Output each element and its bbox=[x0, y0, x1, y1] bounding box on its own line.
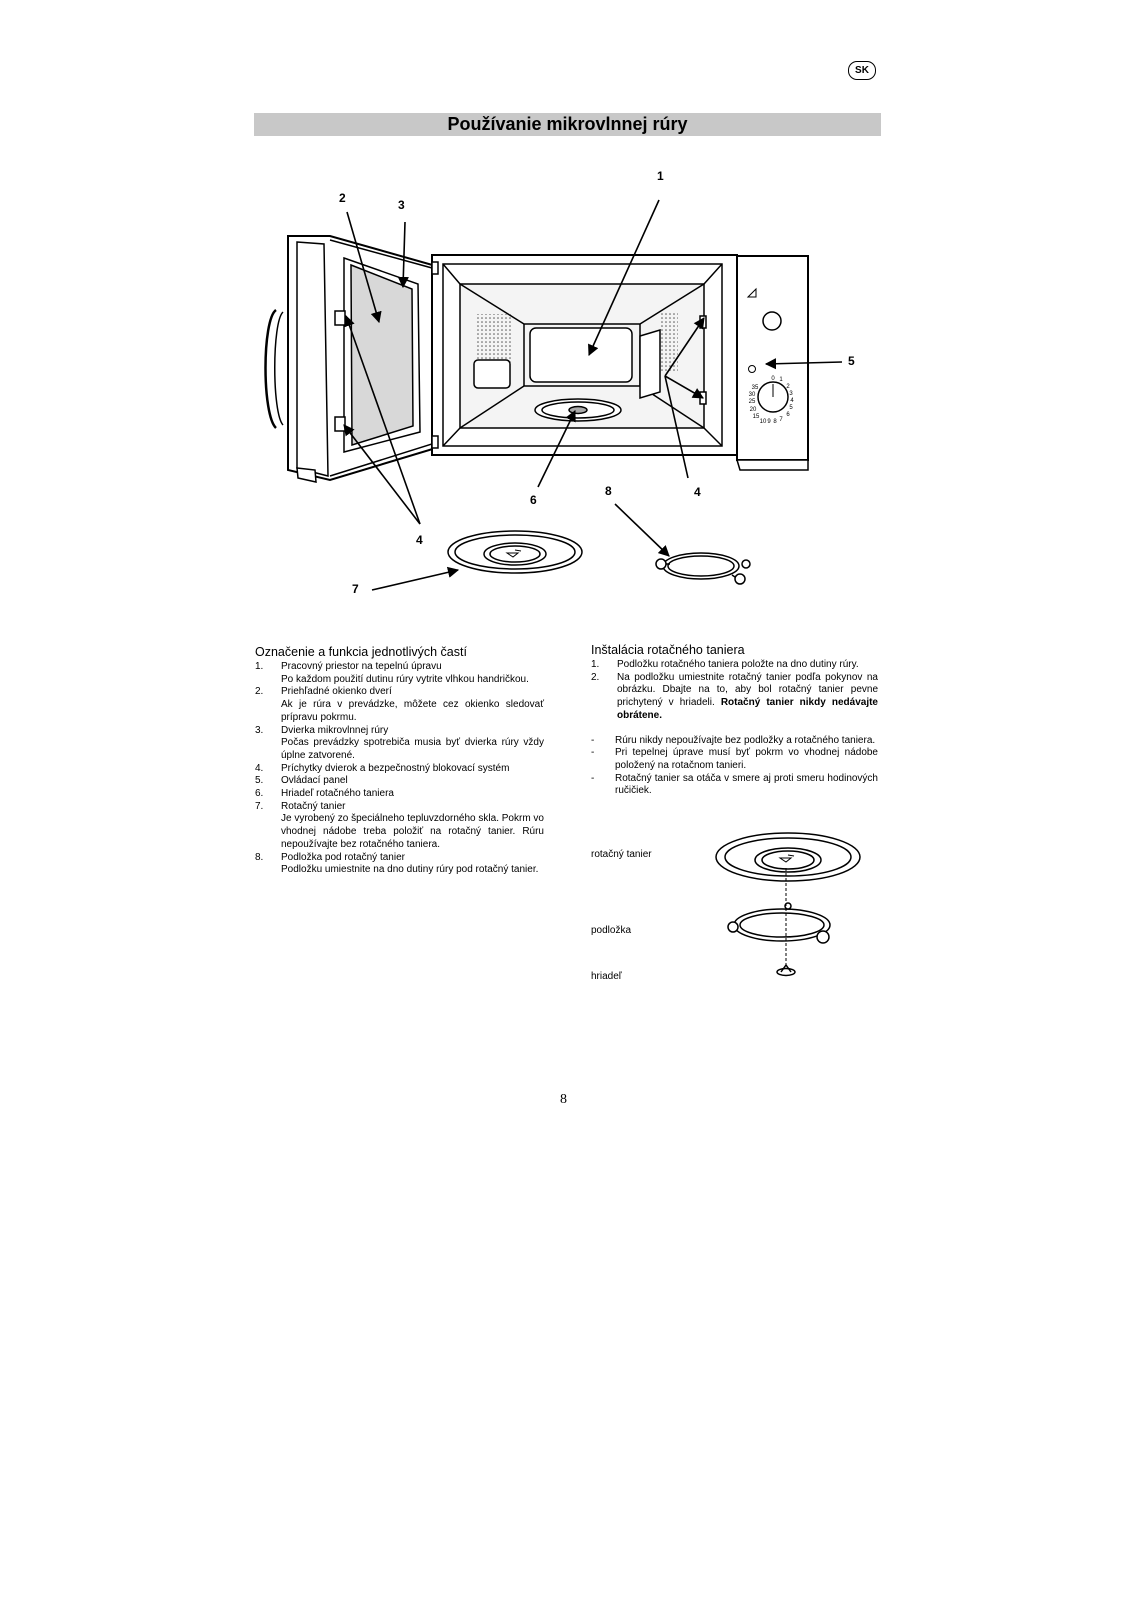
install-steps: 1.Podložku rotačného taniera položte na … bbox=[591, 659, 878, 723]
label-support: podložka bbox=[591, 925, 632, 936]
svg-text:2: 2 bbox=[786, 384, 790, 390]
callout-7: 7 bbox=[352, 582, 359, 596]
list-item: -Rúru nikdy nepoužívajte bez podložky a … bbox=[591, 734, 876, 746]
control-panel bbox=[735, 255, 809, 471]
svg-text:9: 9 bbox=[767, 419, 771, 425]
list-item: 4.Príchytky dvierok a bezpečnostný bloko… bbox=[255, 762, 510, 774]
list-item: 2.Na podložku umiestnite rotačný tanier … bbox=[591, 671, 878, 721]
svg-text:30: 30 bbox=[749, 392, 756, 398]
parts-section: Označenie a funkcia jednotlivých častí 1… bbox=[255, 645, 544, 877]
svg-text:8: 8 bbox=[773, 419, 777, 425]
callout-6: 6 bbox=[530, 493, 537, 507]
svg-text:10: 10 bbox=[760, 419, 767, 425]
label-shaft: hriadeľ bbox=[591, 971, 622, 982]
assembly-diagram bbox=[715, 832, 861, 977]
open-door bbox=[264, 235, 437, 483]
roller-ring-figure bbox=[655, 552, 751, 585]
callout-8: 8 bbox=[605, 484, 612, 498]
list-item: 1.Podložku rotačného taniera položte na … bbox=[591, 659, 859, 670]
svg-text:4: 4 bbox=[790, 398, 794, 404]
install-notes: -Rúru nikdy nepoužívajte bez podložky a … bbox=[591, 735, 878, 799]
callout-1: 1 bbox=[657, 169, 664, 183]
oven-body bbox=[431, 254, 738, 456]
svg-text:35: 35 bbox=[752, 385, 759, 391]
list-item: -Rotačný tanier sa otáča v smere aj prot… bbox=[591, 772, 878, 797]
svg-text:15: 15 bbox=[753, 414, 760, 420]
install-heading: Inštalácia rotačného taniera bbox=[591, 643, 745, 657]
install-section: Inštalácia rotačného taniera 1.Podložku … bbox=[591, 643, 878, 798]
callout-arrows bbox=[343, 199, 843, 591]
callout-5: 5 bbox=[848, 354, 855, 368]
list-item: 6.Hriadeľ rotačného taniera bbox=[255, 788, 394, 800]
dial-marks: 0 1 2 3 4 5 6 7 8 9 10 15 20 25 30 35 bbox=[749, 376, 795, 425]
callout-3: 3 bbox=[398, 198, 405, 212]
parts-heading: Označenie a funkcia jednotlivých častí bbox=[255, 645, 467, 659]
svg-text:20: 20 bbox=[750, 407, 757, 413]
svg-text:25: 25 bbox=[749, 399, 756, 405]
callout-4-left: 4 bbox=[416, 533, 423, 547]
turntable-plate-figure bbox=[447, 530, 583, 574]
callout-2: 2 bbox=[339, 191, 346, 205]
page-number: 8 bbox=[560, 1092, 567, 1107]
page-title: Používanie mikrovlnnej rúry bbox=[254, 113, 881, 136]
svg-text:5: 5 bbox=[789, 405, 793, 411]
svg-text:7: 7 bbox=[779, 417, 783, 423]
list-item: -Pri tepelnej úprave musí byť pokrm vo v… bbox=[591, 747, 878, 771]
svg-text:3: 3 bbox=[789, 391, 793, 397]
svg-text:1: 1 bbox=[779, 377, 783, 383]
label-plate: rotačný tanier bbox=[591, 849, 652, 860]
list-item: 5.Ovládací panel bbox=[255, 775, 348, 787]
svg-text:0: 0 bbox=[771, 376, 775, 382]
language-badge: SK bbox=[848, 61, 876, 80]
svg-text:6: 6 bbox=[786, 412, 790, 418]
warning-bold: Rotačný tanier nikdy nedávajte obrátene. bbox=[617, 697, 878, 721]
callout-4-right: 4 bbox=[694, 485, 701, 499]
